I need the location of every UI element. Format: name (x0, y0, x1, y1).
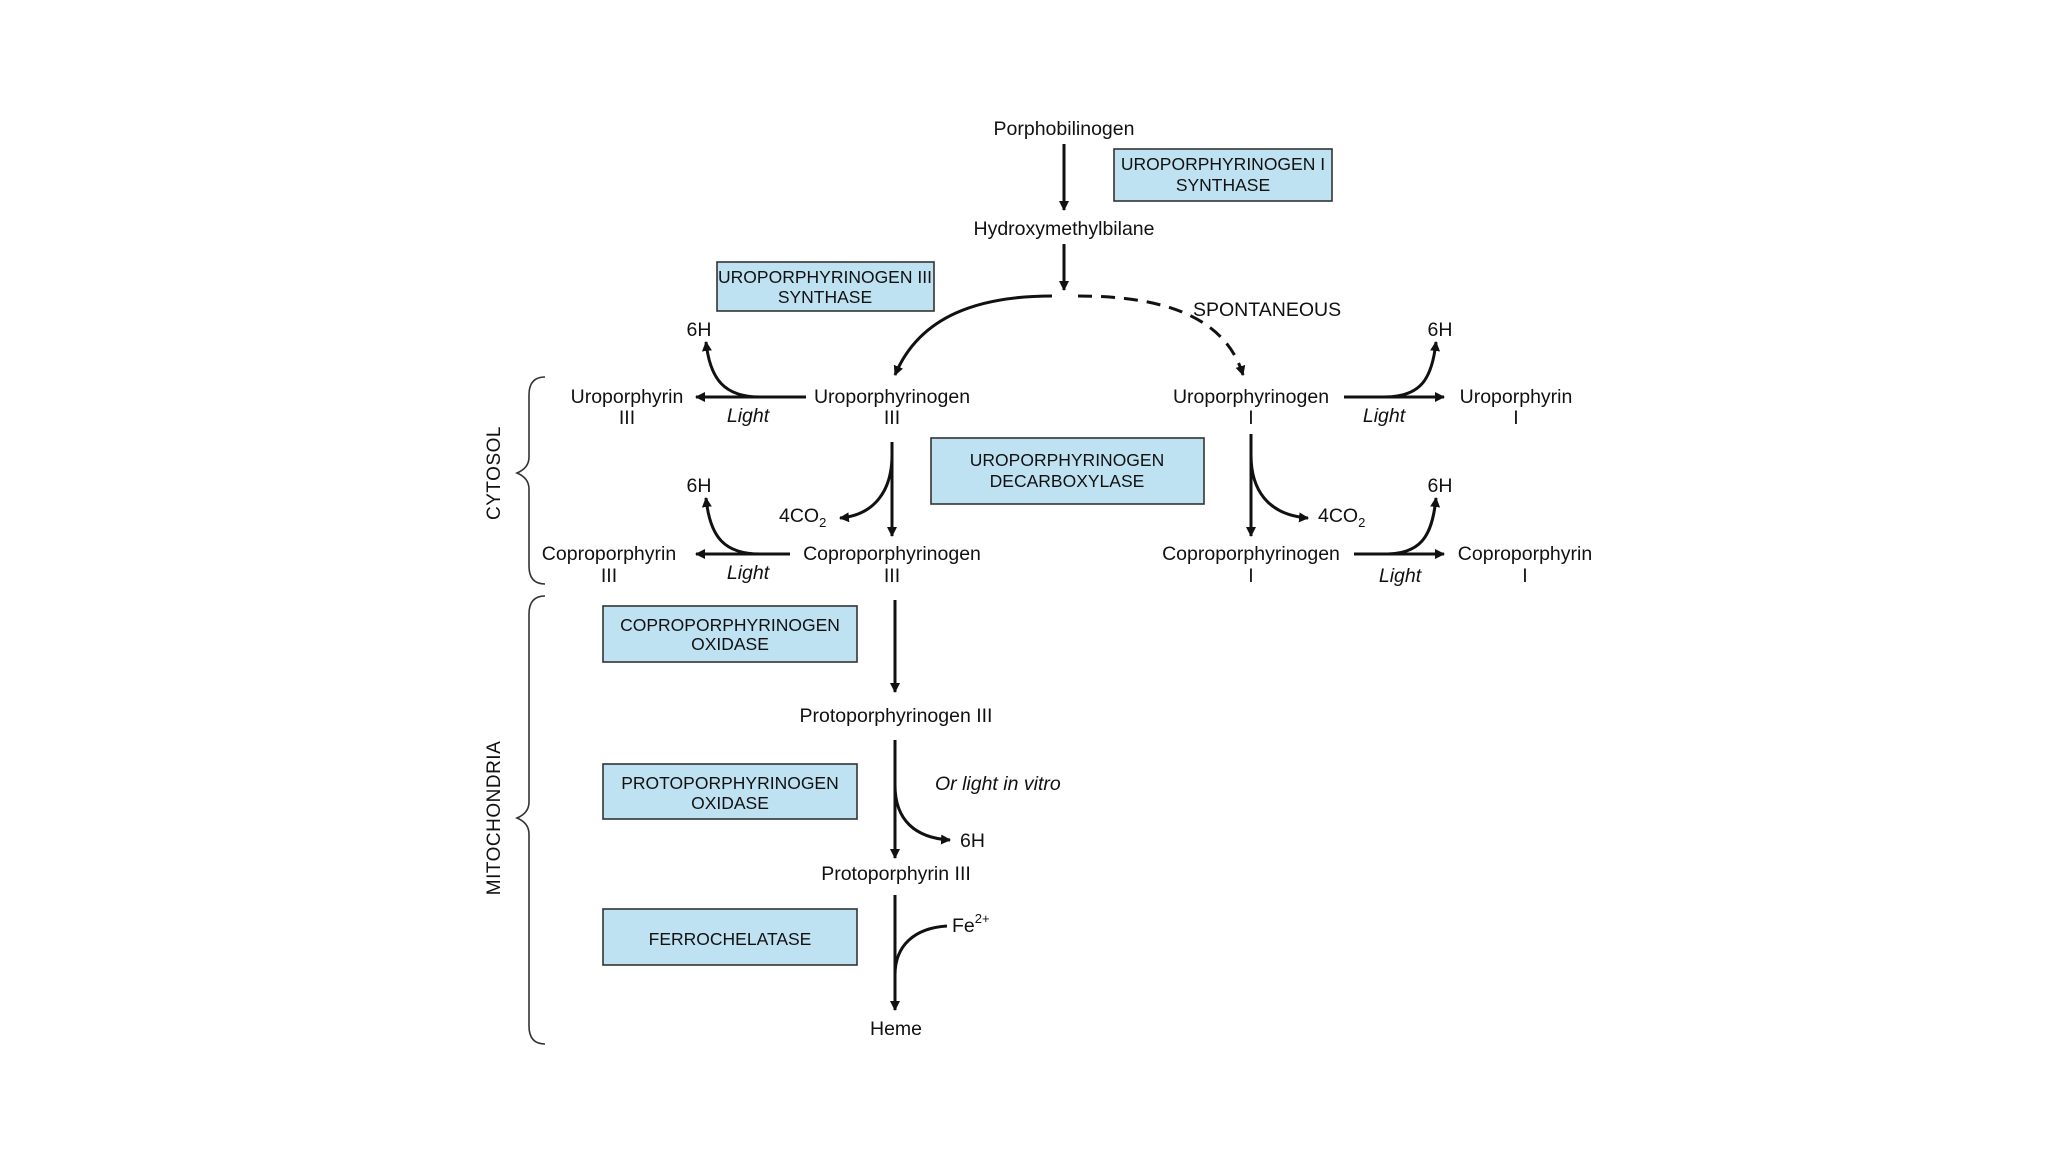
heme-label: Heme (870, 1018, 922, 1040)
light-label-uro-iii: Light (727, 405, 771, 427)
coproporphyrinogen-i-numeral: I (1248, 565, 1253, 587)
uroporphyrin-i-label: Uroporphyrin (1460, 386, 1573, 408)
light-label-copro-iii: Light (727, 562, 771, 584)
arrow-4co2-iii (839, 454, 894, 523)
svg-text:SYNTHASE: SYNTHASE (778, 287, 872, 307)
coproporphyrin-i-label: Coproporphyrin (1458, 543, 1592, 565)
uroporphyrin-iii-numeral: III (619, 407, 635, 429)
mitochondria-brace (514, 595, 546, 1045)
arrow-6h-proto (893, 784, 951, 845)
svg-text:DECARBOXYLASE: DECARBOXYLASE (990, 471, 1145, 491)
coproporphyrinogen-iii-label: Coproporphyrinogen (803, 543, 981, 565)
uroporphyrin-iii-label: Uroporphyrin (571, 386, 684, 408)
coproporphyrinogen-i-label: Coproporphyrinogen (1162, 543, 1340, 565)
cytosol-brace (514, 376, 546, 585)
uroporphyrinogen-iii-label: Uroporphyrinogen (814, 386, 970, 408)
enzyme-ferrochelatase: FERROCHELATASE (602, 908, 858, 966)
uroporphyrinogen-i-label: Uroporphyrinogen (1173, 386, 1329, 408)
fe-label: Fe2+ (952, 911, 990, 937)
co2-label-i: 4CO2 (1318, 505, 1365, 530)
mitochondria-label: MITOCHONDRIA (484, 741, 505, 895)
six-h-label-copro-iii: 6H (687, 475, 712, 497)
enzyme-coproporphyrinogen-oxidase: COPROPORPHYRINOGEN OXIDASE (602, 605, 858, 663)
six-h-label-copro-i: 6H (1428, 475, 1453, 497)
svg-text:PROTOPORPHYRINOGEN: PROTOPORPHYRINOGEN (621, 773, 839, 793)
svg-text:OXIDASE: OXIDASE (691, 634, 769, 654)
arrow-4co2-i (1249, 454, 1309, 523)
light-label-copro-i: Light (1379, 565, 1423, 587)
coproporphyrin-i-numeral: I (1522, 565, 1527, 587)
uroporphyrinogen-i-numeral: I (1248, 407, 1253, 429)
enzyme-uroporphyrinogen-i-synthase: UROPORPHYRINOGEN I SYNTHASE (1113, 148, 1333, 202)
enzyme-protoporphyrinogen-oxidase: PROTOPORPHYRINOGEN OXIDASE (602, 763, 858, 820)
cytosol-label: CYTOSOL (484, 426, 505, 520)
or-light-in-vitro-label: Or light in vitro (935, 773, 1061, 795)
porphobilinogen-label: Porphobilinogen (994, 118, 1135, 140)
arrow-6h-uro-i (1383, 341, 1441, 399)
six-h-label-proto: 6H (960, 830, 985, 852)
arrow-6h-copro-i (1383, 497, 1441, 556)
co2-label-iii: 4CO2 (779, 505, 826, 530)
svg-text:OXIDASE: OXIDASE (691, 793, 769, 813)
arrow-hmb-to-uroporphyrinogen-i-spontaneous (1077, 294, 1246, 376)
six-h-label-uro-iii: 6H (687, 319, 712, 341)
six-h-label-uro-i: 6H (1428, 319, 1453, 341)
svg-text:UROPORPHYRINOGEN III: UROPORPHYRINOGEN III (718, 267, 932, 287)
enzyme-uroporphyrinogen-decarboxylase: UROPORPHYRINOGEN DECARBOXYLASE (930, 437, 1205, 505)
svg-text:FERROCHELATASE: FERROCHELATASE (649, 929, 812, 949)
arrow-6h-copro-iii (701, 497, 761, 556)
coproporphyrinogen-iii-numeral: III (884, 565, 900, 587)
svg-text:COPROPORPHYRINOGEN: COPROPORPHYRINOGEN (620, 615, 840, 635)
svg-text:SYNTHASE: SYNTHASE (1176, 175, 1270, 195)
spontaneous-label: SPONTANEOUS (1193, 299, 1341, 321)
protoporphyrinogen-iii-label: Protoporphyrinogen III (800, 705, 993, 727)
svg-text:UROPORPHYRINOGEN I: UROPORPHYRINOGEN I (1121, 154, 1325, 174)
coproporphyrin-iii-numeral: III (601, 565, 617, 587)
arrow-fe-incorporation (893, 924, 948, 976)
protoporphyrin-iii-label: Protoporphyrin III (821, 863, 971, 885)
coproporphyrin-iii-label: Coproporphyrin (542, 543, 676, 565)
enzyme-uroporphyrinogen-iii-synthase: UROPORPHYRINOGEN III SYNTHASE (716, 261, 935, 312)
arrow-hmb-to-uroporphyrinogen-iii (893, 294, 1053, 376)
light-label-uro-i: Light (1363, 405, 1407, 427)
uroporphyrin-i-numeral: I (1513, 407, 1518, 429)
svg-text:UROPORPHYRINOGEN: UROPORPHYRINOGEN (970, 450, 1164, 470)
hydroxymethylbilane-label: Hydroxymethylbilane (974, 218, 1155, 240)
uroporphyrinogen-iii-numeral: III (884, 407, 900, 429)
arrow-6h-uro-iii (701, 341, 761, 399)
